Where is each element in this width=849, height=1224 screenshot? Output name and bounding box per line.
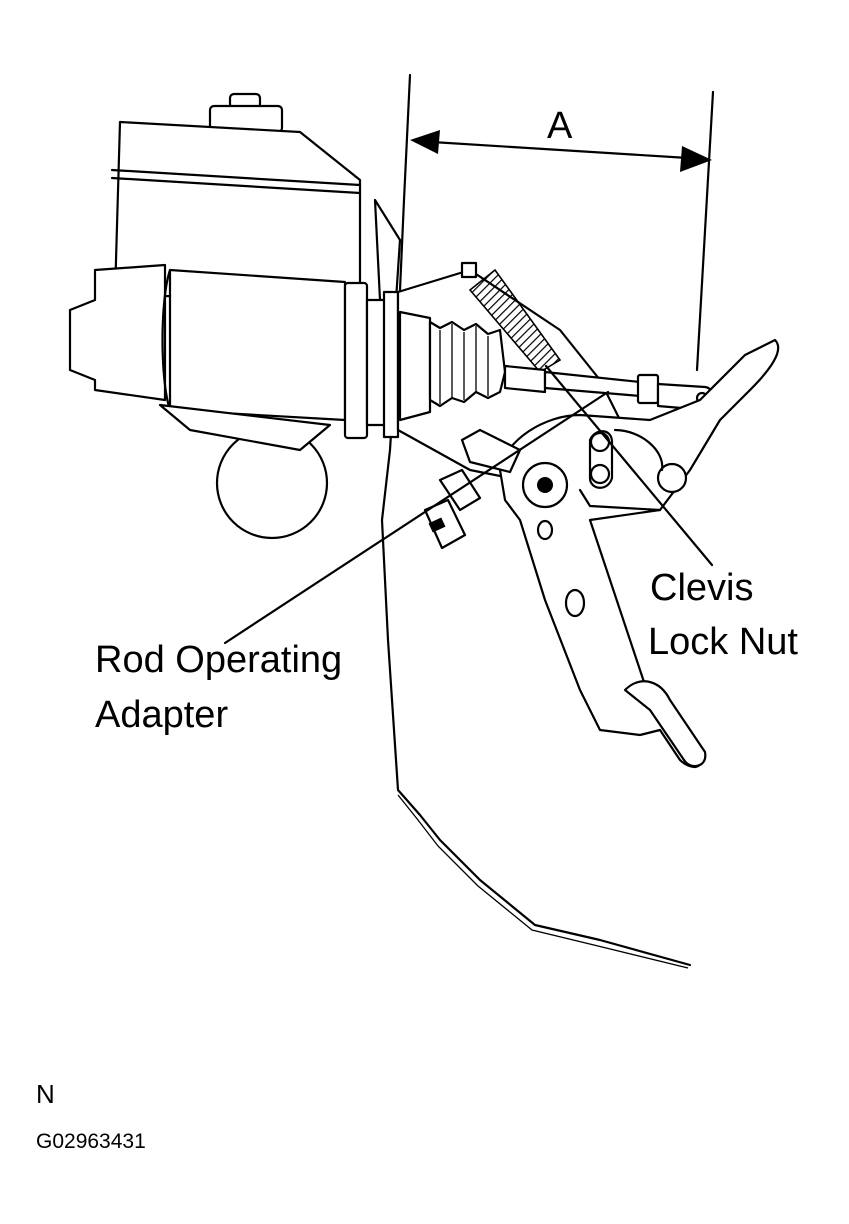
rod-operating-label-line2: Adapter [95, 694, 228, 736]
master-cylinder-assembly [68, 92, 402, 540]
figure-id: G02963431 [36, 1130, 146, 1153]
pushrod-boot [398, 310, 507, 422]
view-label: N [36, 1079, 55, 1109]
brake-pedal-arm [498, 338, 780, 768]
leader-lines [223, 364, 714, 645]
dash-panel-outline [380, 73, 715, 969]
dimension-a-label: A [547, 105, 573, 147]
dimension-a-indicator: A [410, 105, 712, 172]
clevis-label-line1: Clevis [650, 567, 753, 609]
rod-operating-label-line1: Rod Operating [95, 639, 342, 681]
clevis-label-line2: Lock Nut [648, 621, 798, 663]
